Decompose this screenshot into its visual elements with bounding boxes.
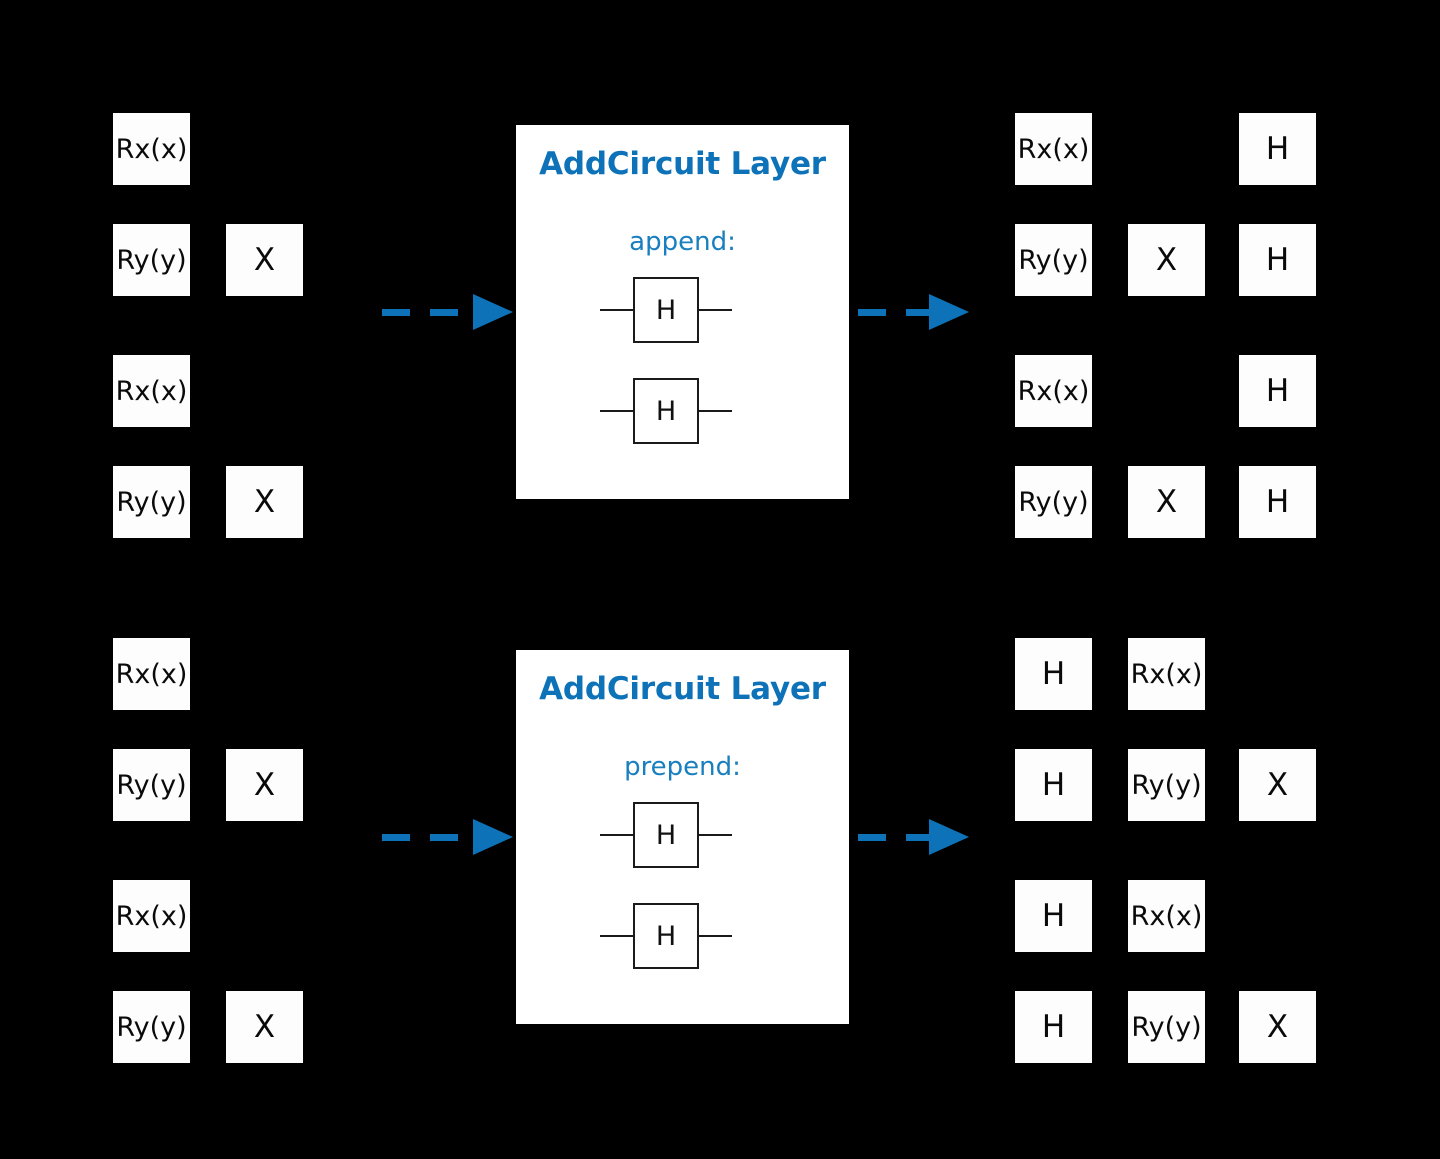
- wire-left: [600, 834, 633, 836]
- arrow-head: [929, 294, 969, 330]
- panel-title-top: AddCircuit Layer: [539, 146, 826, 182]
- gate-rxx: Rx(x): [1015, 113, 1092, 185]
- gate-ryy: Ry(y): [1015, 224, 1092, 296]
- panel-title-bottom: AddCircuit Layer: [539, 671, 826, 707]
- arrow-head: [929, 819, 969, 855]
- h-gate-box: H: [633, 903, 699, 969]
- layer-gate-h-top-1: H: [600, 277, 732, 343]
- gate-x: X: [226, 466, 303, 538]
- layer-gate-h-top-2: H: [600, 378, 732, 444]
- gate-h: H: [1015, 638, 1092, 710]
- gate-rxx: Rx(x): [113, 355, 190, 427]
- gate-ryy: Ry(y): [113, 991, 190, 1063]
- h-gate-box: H: [633, 802, 699, 868]
- gate-rxx: Rx(x): [1128, 638, 1205, 710]
- gate-x: X: [1128, 224, 1205, 296]
- arrow-head: [473, 819, 513, 855]
- gate-h: H: [1239, 355, 1316, 427]
- wire-right: [699, 309, 732, 311]
- panel-mode-bottom: prepend:: [624, 752, 741, 782]
- gate-x: X: [226, 749, 303, 821]
- gate-rxx: Rx(x): [113, 113, 190, 185]
- gate-x: X: [1128, 466, 1205, 538]
- wire-left: [600, 410, 633, 412]
- wire-right: [699, 834, 732, 836]
- wire-right: [699, 410, 732, 412]
- gate-x: X: [226, 224, 303, 296]
- arrow-dashes: [382, 833, 474, 841]
- gate-ryy: Ry(y): [1128, 749, 1205, 821]
- gate-h: H: [1239, 113, 1316, 185]
- gate-h: H: [1015, 880, 1092, 952]
- gate-rxx: Rx(x): [1128, 880, 1205, 952]
- wire-left: [600, 935, 633, 937]
- gate-ryy: Ry(y): [113, 224, 190, 296]
- gate-ryy: Ry(y): [113, 749, 190, 821]
- gate-h: H: [1239, 224, 1316, 296]
- arrow-head: [473, 294, 513, 330]
- h-gate-box: H: [633, 277, 699, 343]
- arrow-dashes: [382, 308, 474, 316]
- panel-mode-top: append:: [629, 227, 736, 257]
- gate-x: X: [226, 991, 303, 1063]
- arrow-input-to-layer-bottom: [382, 819, 513, 855]
- gate-ryy: Ry(y): [1015, 466, 1092, 538]
- gate-h: H: [1015, 991, 1092, 1063]
- gate-x: X: [1239, 749, 1316, 821]
- gate-h: H: [1015, 749, 1092, 821]
- layer-gate-h-bottom-2: H: [600, 903, 732, 969]
- arrow-layer-to-output-bottom: [858, 819, 969, 855]
- addcircuit-layer-panel-top[interactable]: AddCircuit Layer append: H H: [516, 125, 849, 499]
- gate-x: X: [1239, 991, 1316, 1063]
- addcircuit-layer-panel-bottom[interactable]: AddCircuit Layer prepend: H H: [516, 650, 849, 1024]
- wire-right: [699, 935, 732, 937]
- gate-h: H: [1239, 466, 1316, 538]
- arrow-dashes: [858, 833, 930, 841]
- h-gate-box: H: [633, 378, 699, 444]
- gate-ryy: Ry(y): [113, 466, 190, 538]
- gate-rxx: Rx(x): [113, 880, 190, 952]
- arrow-input-to-layer-top: [382, 294, 513, 330]
- gate-ryy: Ry(y): [1128, 991, 1205, 1063]
- wire-left: [600, 309, 633, 311]
- gate-rxx: Rx(x): [1015, 355, 1092, 427]
- arrow-dashes: [858, 308, 930, 316]
- layer-gate-h-bottom-1: H: [600, 802, 732, 868]
- gate-rxx: Rx(x): [113, 638, 190, 710]
- arrow-layer-to-output-top: [858, 294, 969, 330]
